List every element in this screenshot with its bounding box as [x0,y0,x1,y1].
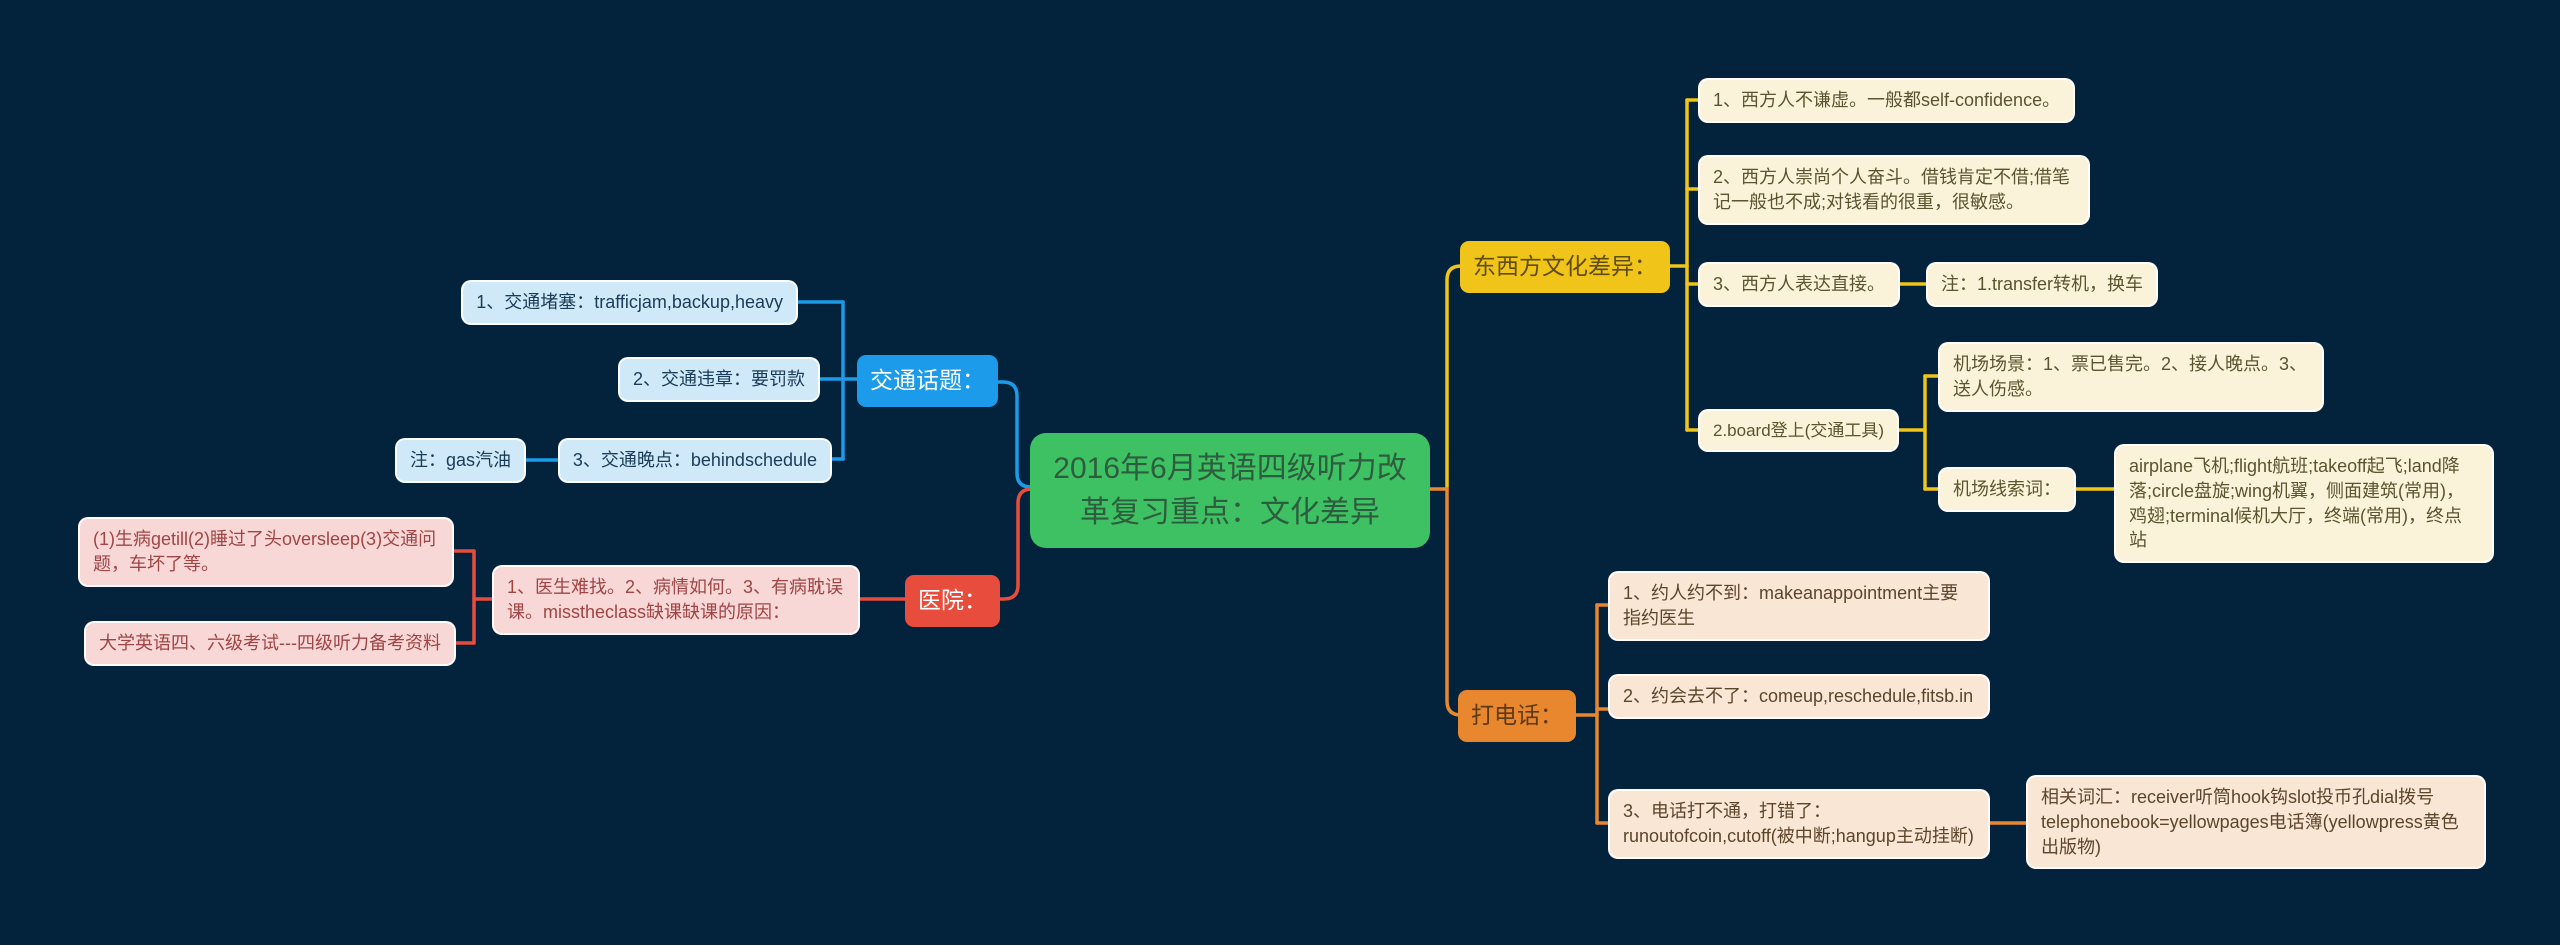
culture-board-node[interactable]: 2.board登上(交通工具) [1698,409,1899,453]
culture-item-2[interactable]: 2、西方人崇尚个人奋斗。借钱肯定不借;借笔记一般也不成;对钱看的很重，很敏感。 [1698,155,2090,225]
culture-item-1[interactable]: 1、西方人不谦虚。一般都self-confidence。 [1698,78,2076,123]
connector-phone-central [1445,487,1474,717]
traffic-note[interactable]: 注：gas汽油 [395,438,527,483]
traffic-item-1[interactable]: 1、交通堵塞：trafficjam,backup,heavy [461,280,798,325]
hospital-reasons[interactable]: (1)生病getill(2)睡过了头oversleep(3)交通问题，车坏了等。 [78,517,454,587]
hospital-summary[interactable]: 1、医生难找。2、病情如何。3、有病耽误课。misstheclass缺课缺课的原… [492,565,860,635]
airport-clues[interactable]: airplane飞机;flight航班;takeoff起飞;land降落;cir… [2114,444,2494,564]
airport-clue-label[interactable]: 机场线索词： [1938,467,2076,512]
traffic-item-3[interactable]: 3、交通晚点：behindschedule [557,438,832,483]
connector-hospital-central [986,487,1047,601]
connector-culture-central [1445,264,1474,489]
culture-topic-node[interactable]: 东西方文化差异： [1460,241,1670,293]
phone-related-words[interactable]: 相关词汇：receiver听筒hook钩slot投币孔dial拨号telepho… [2026,775,2486,870]
hospital-footer[interactable]: 大学英语四、六级考试---四级听力备考资料 [84,621,456,666]
phone-topic-node[interactable]: 打电话： [1458,690,1576,742]
hospital-topic-node[interactable]: 医院： [905,575,1000,627]
culture-note[interactable]: 注：1.transfer转机，换车 [1926,262,2159,307]
culture-item-3[interactable]: 3、西方人表达直接。 [1698,262,1901,307]
connector-traffic-central [988,380,1047,489]
phone-item-3[interactable]: 3、电话打不通，打错了：runoutofcoin,cutoff(被中断;hang… [1608,789,1990,859]
traffic-item-2[interactable]: 2、交通违章：要罚款 [617,357,820,402]
phone-item-1[interactable]: 1、约人约不到：makeanappointment主要指约医生 [1608,571,1990,641]
phone-item-2[interactable]: 2、约会去不了：comeup,reschedule,fitsb.in [1608,674,1990,719]
airport-scene[interactable]: 机场场景：1、票已售完。2、接人晚点。3、送人伤感。 [1938,342,2324,412]
central-topic-node[interactable]: 2016年6月英语四级听力改革复习重点：文化差异 [1030,433,1430,548]
traffic-topic-node[interactable]: 交通话题： [857,355,998,407]
